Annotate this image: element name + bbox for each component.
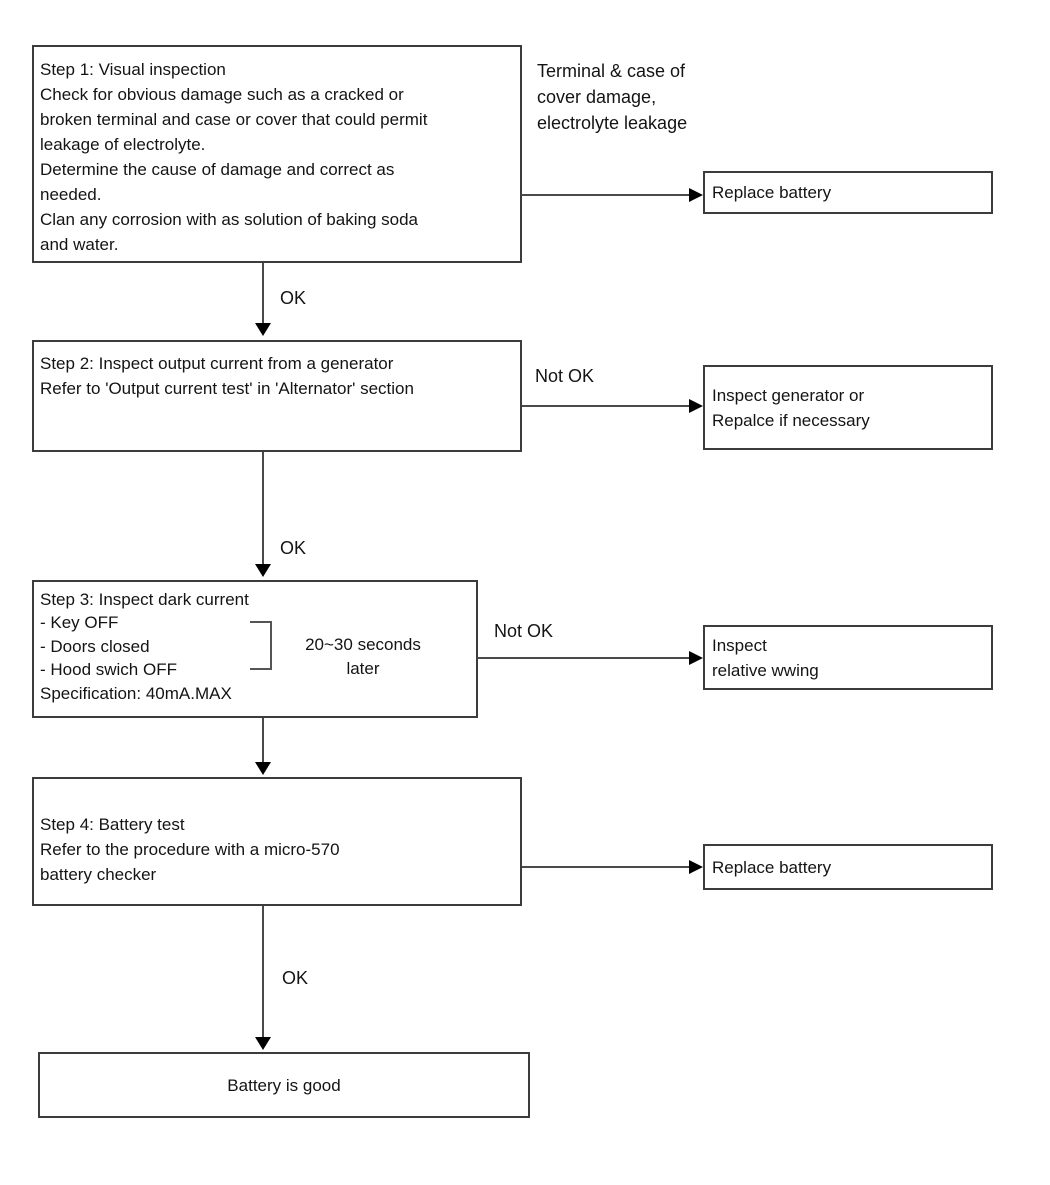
arrowhead-right-icon [689,188,703,202]
step2-box: Step 2: Inspect output current from a ge… [32,340,522,452]
replace-battery-bottom-text: Replace battery [712,857,832,877]
ok-label-step1-step2: OK [280,288,307,308]
connector-step1-replace-battery [521,194,689,196]
step1-fail-note: Terminal & case of cover damage, electro… [537,61,688,133]
connector-step1-step2 [262,263,264,323]
inspect-wiring-box: Inspect relative wwing [703,625,993,690]
replace-battery-bottom-box: Replace battery [703,844,993,890]
arrowhead-right-icon [689,399,703,413]
inspect-wiring-text: Inspect relative wwing [712,635,819,680]
not-ok-label-step2: Not OK [535,366,595,386]
not-ok-label-step3: Not OK [494,621,554,641]
step1-text: Step 1: Visual inspection Check for obvi… [40,60,428,254]
step3-bracket-top-tick [250,621,272,623]
arrowhead-right-icon [689,651,703,665]
replace-battery-top-text: Replace battery [712,183,832,202]
connector-step4-end [262,906,264,1037]
ok-label-step2-step3: OK [280,538,307,558]
battery-good-box: Battery is good [38,1052,530,1118]
inspect-generator-box: Inspect generator or Repalce if necessar… [703,365,993,450]
arrowhead-down-icon [255,1037,271,1050]
ok-label-step4-end: OK [282,968,309,988]
arrowhead-down-icon [255,564,271,577]
step3-bracket-bottom-tick [250,668,272,670]
replace-battery-top-box: Replace battery [703,171,993,214]
step3-bracket-vertical [270,621,272,670]
step2-text: Step 2: Inspect output current from a ge… [40,354,414,398]
connector-step2-inspect-generator [522,405,689,407]
arrowhead-down-icon [255,323,271,336]
step1-box: Step 1: Visual inspection Check for obvi… [32,45,522,263]
connector-step4-replace-battery [522,866,689,868]
connector-step2-step3 [262,452,264,564]
connector-step3-inspect-wiring [477,657,689,659]
step4-text: Step 4: Battery test Refer to the proced… [40,815,340,884]
battery-good-text: Battery is good [227,1075,341,1095]
arrowhead-right-icon [689,860,703,874]
connector-step3-step4 [262,718,264,763]
step4-box: Step 4: Battery test Refer to the proced… [32,777,522,906]
step3-text: Step 3: Inspect dark current - Key OFF -… [40,590,249,703]
step3-timing-note: 20~30 seconds later [305,635,421,678]
inspect-generator-text: Inspect generator or Repalce if necessar… [712,385,870,430]
arrowhead-down-icon [255,762,271,775]
step3-box: Step 3: Inspect dark current - Key OFF -… [32,580,478,718]
